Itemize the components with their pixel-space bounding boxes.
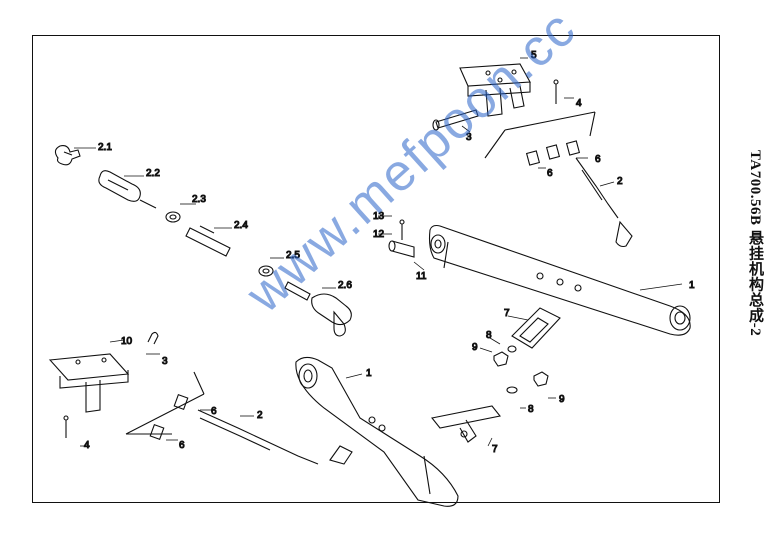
lower-link-arm-right [428, 224, 691, 336]
callout-10: 10 [121, 336, 133, 347]
callout-1-right: 1 [689, 280, 695, 291]
stabilizer-plate-right [493, 307, 561, 367]
callout-2-1: 2.1 [98, 142, 112, 153]
callout-12: 12 [373, 229, 385, 240]
callout-7-left: 7 [492, 444, 498, 455]
callout-2-4: 2.4 [234, 220, 248, 231]
callout-9-right: 9 [472, 342, 478, 353]
callout-4-left: 4 [84, 440, 90, 451]
callout-3-left: 3 [162, 356, 168, 367]
callout-13: 13 [373, 211, 385, 222]
callout-4-top: 4 [576, 98, 582, 109]
callout-leaders [74, 57, 683, 447]
drawing-frame [32, 35, 720, 503]
callout-3-top: 3 [466, 132, 472, 143]
callout-1-left: 1 [366, 368, 372, 379]
callout-6-top-b: 6 [595, 154, 601, 165]
upper-bracket-assembly [432, 63, 633, 248]
callout-6-left-b: 6 [179, 440, 185, 451]
callout-2-left: 2 [257, 410, 263, 421]
callout-2-6: 2.6 [338, 280, 352, 291]
callout-8-right: 8 [486, 330, 492, 341]
callout-2-2: 2.2 [146, 168, 160, 179]
lower-bracket-assembly [48, 331, 353, 465]
callout-2-5: 2.5 [286, 250, 300, 261]
callout-2-top: 2 [617, 176, 623, 187]
callout-9-left: 9 [559, 394, 565, 405]
callout-8-left: 8 [528, 404, 534, 415]
stabilizer-plate-left [431, 371, 549, 443]
callout-5: 5 [531, 50, 537, 61]
callout-11: 11 [416, 271, 427, 282]
callout-6-left-a: 6 [211, 406, 217, 417]
turnbuckle-assembly-top [54, 145, 352, 337]
drawing-title: TA700.56B 悬挂机构总成-2 [747, 150, 763, 337]
callout-2-3: 2.3 [192, 194, 206, 205]
callout-6-top-a: 6 [547, 168, 553, 179]
pin-group-center [388, 219, 415, 258]
lower-link-arm-left [295, 356, 459, 507]
callout-7-right: 7 [504, 308, 510, 319]
callout-numbers: 2.1 2.2 2.3 2.4 2.5 2.6 5 4 3 6 6 2 1 13… [83, 49, 695, 455]
